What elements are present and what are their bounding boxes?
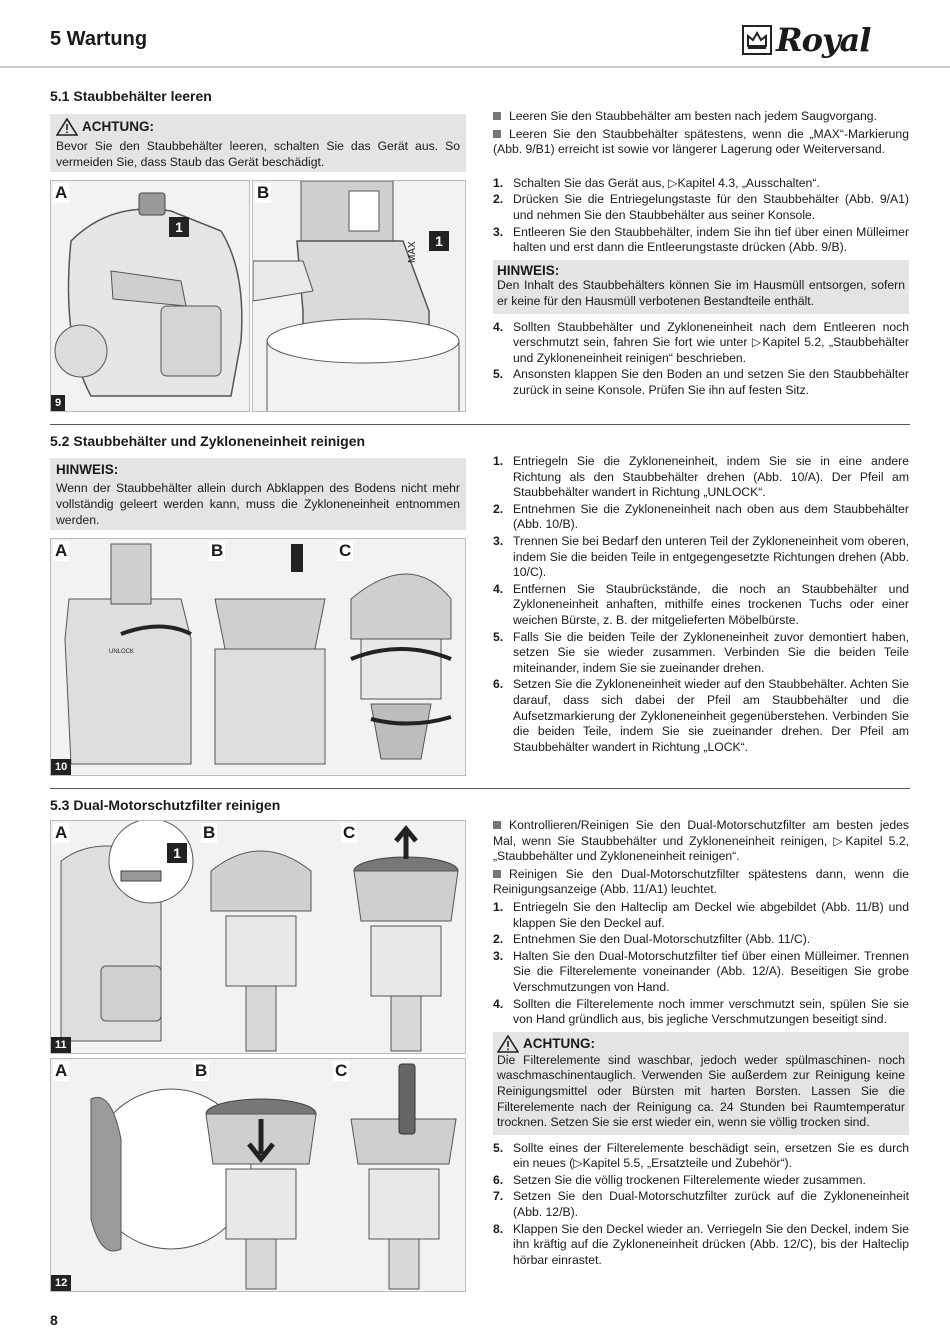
note-box: HINWEIS: Den Inhalt des Staubbehälters k…: [493, 259, 909, 314]
callout-1: 1: [167, 843, 187, 863]
step-item: 8.Klappen Sie den Deckel wieder an. Verr…: [493, 1221, 909, 1267]
section-5-1-text: Leeren Sie den Staubbehälter am besten n…: [493, 109, 909, 400]
steps-list: 1.Entriegeln Sie den Halteclip am Deckel…: [493, 900, 909, 1028]
figure-9a: A 1 9: [50, 180, 250, 412]
warning-text: Bevor Sie den Staubbehälter leeren, scha…: [56, 139, 460, 169]
figure-12: A B C 12: [50, 1058, 466, 1292]
step-item: 2.Drücken Sie die Entriegelungstaste für…: [493, 192, 909, 222]
figure-label-b: B: [255, 183, 272, 203]
figure-number: 12: [51, 1275, 72, 1291]
chapter-title: 5 Wartung: [50, 28, 148, 50]
step-item: 6.Setzen Sie die Zykloneneinheit wieder …: [493, 677, 909, 754]
brand-logo: Royal: [742, 20, 912, 60]
step-item: 2.Entnehmen Sie den Dual-Motorschutzfilt…: [493, 932, 811, 947]
step-item: 4.Sollten die Filterelemente noch immer …: [493, 996, 909, 1027]
figure-label-c: C: [341, 823, 358, 843]
step-item: 2.Entnehmen Sie die Zykloneneinheit nach…: [493, 501, 909, 532]
brand-wordmark: Royal: [776, 21, 871, 59]
figure-label-c: C: [337, 541, 354, 561]
bullet-item: Reinigen Sie den Dual-Motorschutzfilter …: [493, 866, 909, 897]
step-item: 3.Halten Sie den Dual-Motorschutzfilter …: [493, 948, 909, 994]
step-item: 5.Falls Sie die beiden Teile der Zyklone…: [493, 629, 909, 675]
figure-label-a: A: [53, 823, 70, 843]
crown-icon: [742, 25, 772, 55]
step-item: 1.Schalten Sie das Gerät aus, ▷Kapitel 4…: [493, 175, 820, 190]
step-item: 5.Ansonsten klappen Sie den Boden an und…: [493, 367, 909, 397]
figure-number: 11: [51, 1037, 71, 1053]
figure-number: 10: [51, 759, 72, 775]
figure-label-a: A: [53, 1061, 70, 1081]
figure-9b: B 1 MAX: [252, 180, 466, 412]
figure-label-b: B: [201, 823, 218, 843]
steps-list: 5.Sollte eines der Filterelemente beschä…: [493, 1141, 909, 1269]
warning-triangle-icon: [497, 1034, 519, 1053]
cyclone-unit-illustration: [64, 543, 452, 765]
figure-label-c: C: [333, 1061, 350, 1081]
step-item: 3.Entleeren Sie den Staubbehälter, indem…: [493, 224, 909, 255]
section-divider: [50, 788, 910, 789]
warning-box-5-3: ACHTUNG: Die Filterelemente sind waschba…: [493, 1031, 909, 1135]
step-item: 3.Trennen Sie bei Bedarf den unteren Tei…: [493, 533, 909, 580]
steps-list: 4.Sollten Staubbehälter und Zykloneneinh…: [493, 320, 909, 399]
bullet-item: Leeren Sie den Staubbehälter spätestens,…: [493, 126, 909, 157]
figure-label-a: A: [53, 183, 70, 203]
warning-heading: ACHTUNG:: [56, 118, 460, 136]
section-title-5-3: 5.3 Dual-Motorschutzfilter reinigen: [50, 797, 281, 813]
callout-1: 1: [169, 217, 189, 237]
max-marking: MAX: [407, 241, 418, 263]
header-rule: [0, 66, 950, 68]
figure-number: 9: [51, 395, 66, 411]
unlock-marking: UNLOCK: [109, 649, 135, 655]
warning-triangle-icon: [56, 118, 78, 136]
section-divider: [50, 424, 910, 425]
section-5-2-text: 1.Entriegeln Sie die Zykloneneinheit, in…: [493, 454, 909, 756]
vacuum-illustration: [54, 192, 243, 397]
step-item: 4.Sollten Staubbehälter und Zykloneneinh…: [493, 319, 909, 365]
step-item: 4.Entfernen Sie Staubrückstände, die noc…: [493, 581, 909, 627]
page-number: 8: [50, 1312, 58, 1328]
callout-1: 1: [429, 231, 449, 251]
step-item: 7.Setzen Sie den Dual-Motorschutzfilter …: [493, 1189, 909, 1220]
section-5-3-text: Kontrollieren/Reinigen Sie den Dual-Moto…: [493, 818, 909, 1269]
bullet-item: Leeren Sie den Staubbehälter am besten n…: [493, 109, 909, 125]
dust-container-illustration: [253, 181, 460, 411]
filter-elements-illustration: [90, 1063, 457, 1290]
bullet-item: Kontrollieren/Reinigen Sie den Dual-Moto…: [493, 818, 909, 864]
section-title-5-1: 5.1 Staubbehälter leeren: [50, 88, 212, 104]
step-item: 1.Entriegeln Sie den Halteclip am Deckel…: [493, 899, 909, 930]
figure-label-b: B: [209, 541, 226, 561]
motor-filter-illustration: [60, 821, 459, 1052]
figure-10: A B C UNLOCK 10: [50, 538, 466, 776]
warning-box-5-1: ACHTUNG: Bevor Sie den Staubbehälter lee…: [50, 114, 466, 172]
figure-11: A B C 1 11: [50, 820, 466, 1054]
steps-list: 1.Entriegeln Sie die Zykloneneinheit, in…: [493, 454, 909, 755]
step-item: 6.Setzen Sie die völlig trockenen Filter…: [493, 1172, 866, 1187]
section-title-5-2: 5.2 Staubbehälter und Zykloneneinheit re…: [50, 433, 366, 449]
figure-label-a: A: [53, 541, 70, 561]
step-item: 1.Entriegeln Sie die Zykloneneinheit, in…: [493, 454, 909, 500]
figure-label-b: B: [193, 1061, 210, 1081]
note-box-5-2: HINWEIS: Wenn der Staubbehälter allein d…: [50, 458, 466, 530]
step-item: 5.Sollte eines der Filterelemente beschä…: [493, 1140, 909, 1171]
steps-list: 1.Schalten Sie das Gerät aus, ▷Kapitel 4…: [493, 176, 909, 256]
